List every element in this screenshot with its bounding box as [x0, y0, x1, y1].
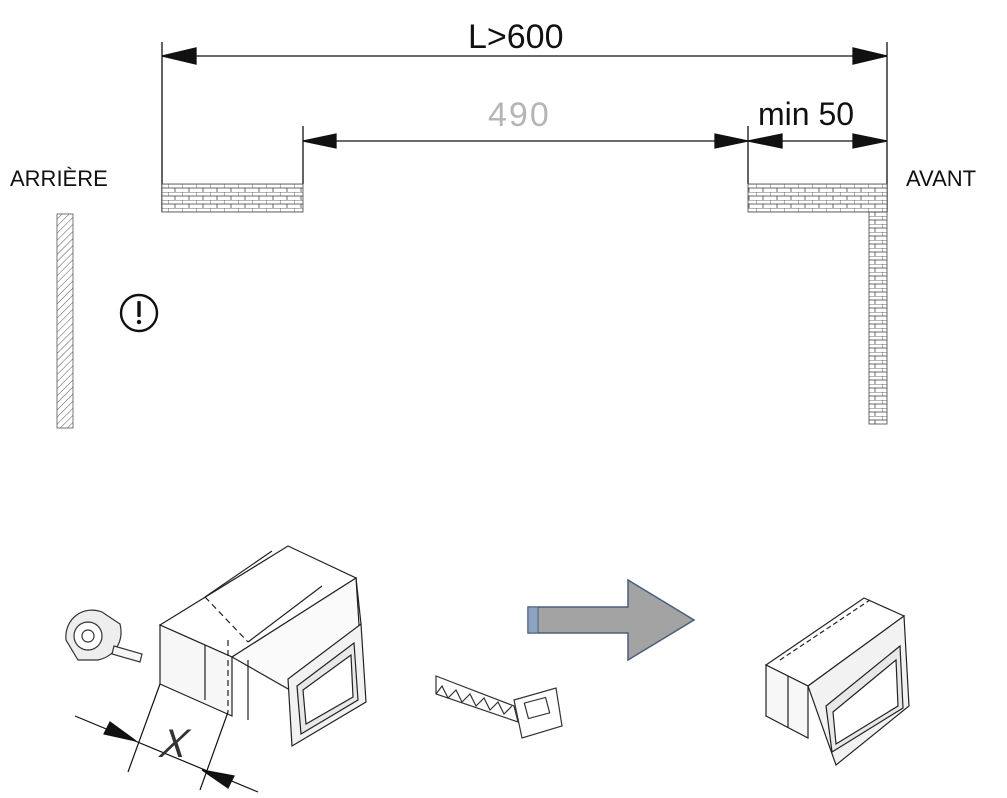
- dimension-min-front: [747, 133, 888, 149]
- rear-wall: [56, 213, 74, 429]
- rear-wall-ledge: [161, 183, 304, 213]
- right-arrow-icon: [527, 578, 696, 662]
- ventilation-box-before: [158, 545, 367, 748]
- inner-length-label: 490: [488, 96, 551, 134]
- min-front-label: min 50: [758, 96, 855, 132]
- rear-label: ARRIÈRE: [10, 166, 108, 191]
- total-length-label: L>600: [468, 18, 564, 56]
- hand-saw-icon: [435, 675, 563, 739]
- dimension-cut: [74, 683, 259, 793]
- front-wall-ledge: [747, 183, 888, 213]
- exclamation-circle-icon: [119, 293, 159, 333]
- front-wall: [868, 211, 888, 425]
- ventilation-box-after: [764, 597, 910, 766]
- tape-measure-icon: [65, 609, 143, 663]
- dimension-inner: [302, 126, 749, 184]
- front-label: AVANT: [906, 166, 977, 191]
